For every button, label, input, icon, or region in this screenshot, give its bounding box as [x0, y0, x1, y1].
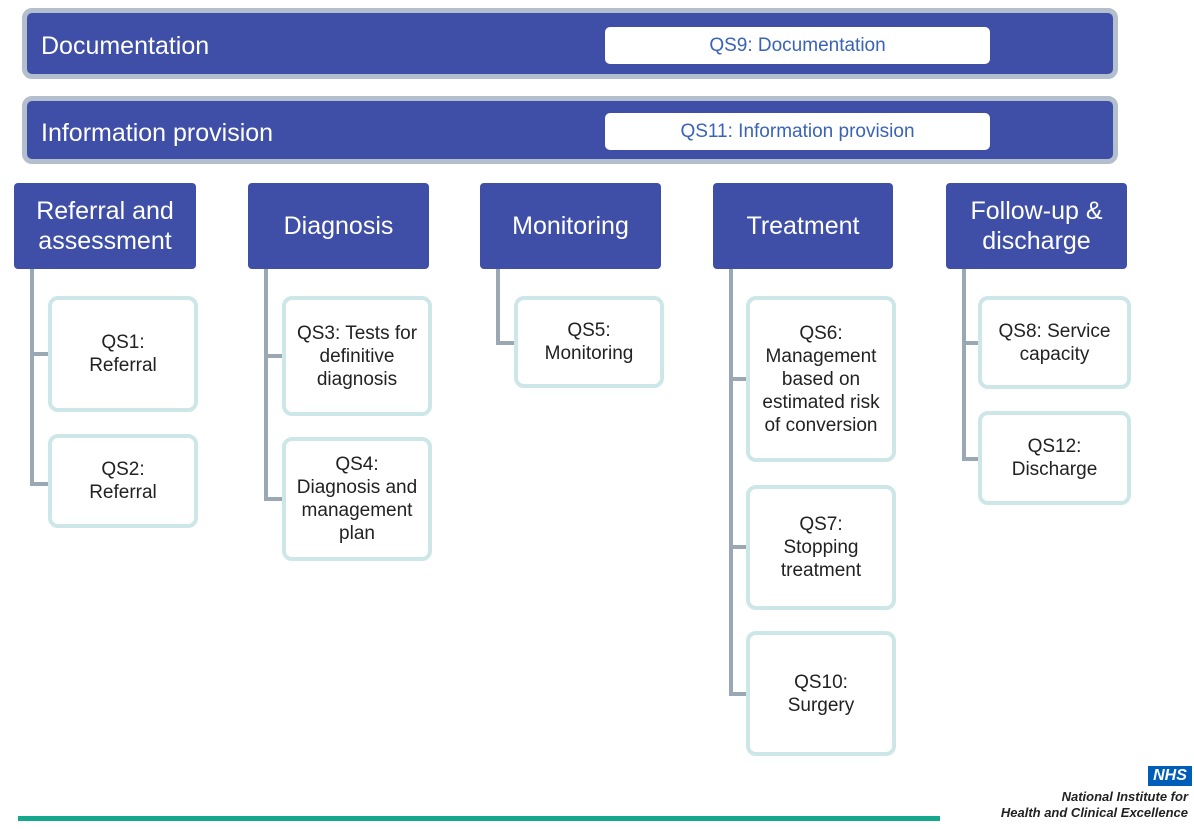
connector-branch: [962, 457, 982, 461]
nhs-logo: NHS: [1148, 766, 1192, 786]
qs7-card: QS7: Stopping treatment: [746, 485, 896, 610]
qs6-card: QS6: Management based on estimated risk …: [746, 296, 896, 462]
qs3-card: QS3: Tests for definitive diagnosis: [282, 296, 432, 416]
information-title: Information provision: [41, 119, 274, 147]
connector-line: [30, 269, 34, 484]
qs9-label: QS9: Documentation: [605, 27, 990, 64]
qs5-card: QS5: Monitoring: [514, 296, 664, 388]
footer-divider: [18, 816, 940, 821]
organisation-name: National Institute for Health and Clinic…: [1001, 789, 1188, 821]
connector-branch: [30, 482, 50, 486]
qs8-card: QS8: Service capacity: [978, 296, 1131, 389]
connector-branch: [30, 352, 50, 356]
documentation-banner: Documentation QS9: Documentation: [22, 8, 1118, 79]
connector-branch: [496, 341, 516, 345]
connector-branch: [729, 692, 749, 696]
stage-referral-assessment: Referral and assessment: [14, 183, 196, 269]
connector-branch: [729, 377, 749, 381]
organisation-line-2: Health and Clinical Excellence: [1000, 805, 1188, 820]
stage-followup-discharge: Follow-up & discharge: [946, 183, 1127, 269]
stage-treatment: Treatment: [713, 183, 893, 269]
qs2-card: QS2: Referral: [48, 434, 198, 528]
connector-line: [496, 269, 500, 344]
stage-diagnosis: Diagnosis: [248, 183, 429, 269]
connector-branch: [962, 341, 982, 345]
connector-branch: [264, 354, 284, 358]
documentation-title: Documentation: [41, 32, 210, 60]
qs12-card: QS12: Discharge: [978, 411, 1131, 505]
stage-monitoring: Monitoring: [480, 183, 661, 269]
connector-line: [962, 269, 966, 460]
connector-line: [729, 269, 733, 695]
connector-branch: [729, 545, 749, 549]
qs10-card: QS10: Surgery: [746, 631, 896, 756]
connector-branch: [264, 497, 284, 501]
qs1-card: QS1: Referral: [48, 296, 198, 412]
qs11-label: QS11: Information provision: [605, 113, 990, 150]
organisation-line-1: National Institute for: [1061, 789, 1188, 804]
connector-line: [264, 269, 268, 500]
qs4-card: QS4: Diagnosis and management plan: [282, 437, 432, 561]
information-banner: Information provision QS11: Information …: [22, 96, 1118, 164]
